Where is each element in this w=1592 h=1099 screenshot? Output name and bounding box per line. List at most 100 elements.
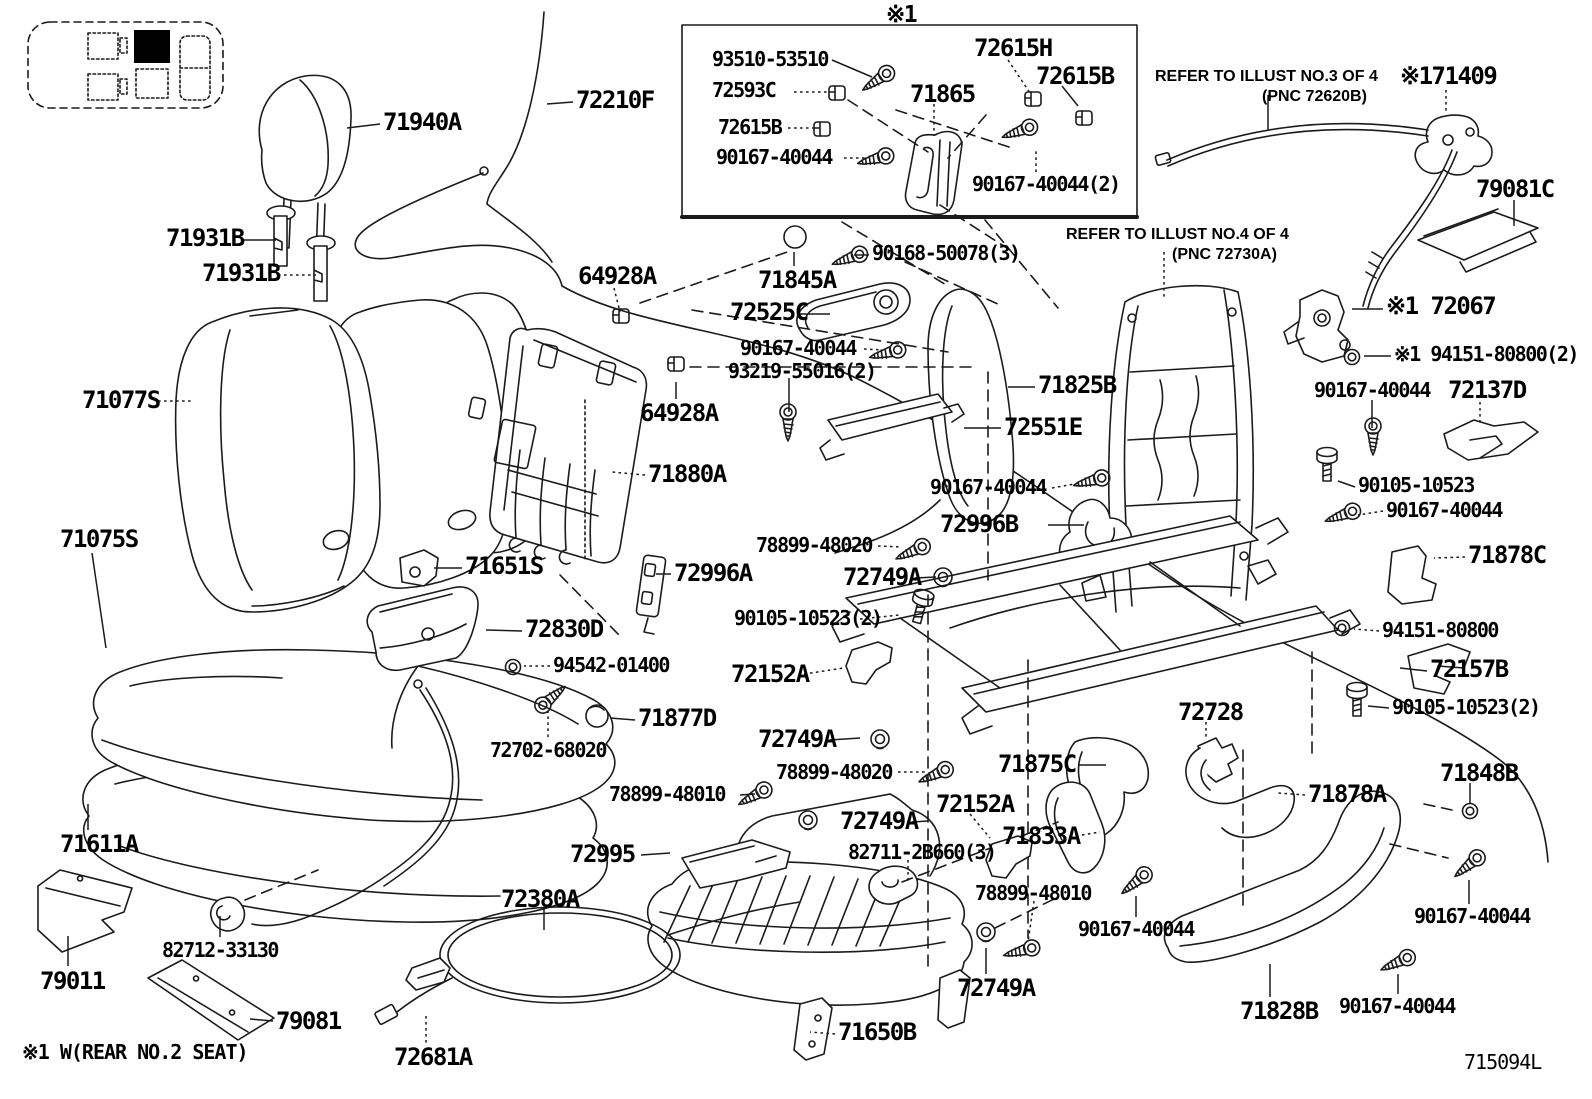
part-label: 82711-2B660(3) [848,840,997,864]
part-label: 90167-40044 [1386,498,1503,522]
bottom-cables [209,679,801,1025]
part-label: 71865 [910,80,976,108]
seat-cushions [82,648,616,923]
part-label: 79011 [40,967,106,995]
part-label: 71878C [1468,541,1547,569]
part-label: 93219-55016(2) [728,359,877,383]
part-label: 71611A [60,830,139,858]
lock-assembly-72067 [1283,289,1351,363]
part-label: 72525C [730,298,809,326]
part-label: 72380A [501,885,580,913]
part-label: (PNC 72620B) [1262,88,1367,105]
part-label: 72996B [940,510,1019,538]
part-label: 72551E [1004,413,1083,441]
part-label: 72749A [843,563,922,591]
part-label: 71877D [638,704,717,732]
part-label: (PNC 72730A) [1172,246,1277,263]
part-label: 71650B [838,1018,917,1046]
part-label: 72830D [525,615,604,643]
part-label: 72137D [1448,376,1527,404]
headrest [258,74,352,260]
part-label: 79081C [1476,175,1555,203]
part-label: 72681A [394,1043,473,1071]
drawing-code: 715094L [1464,1050,1542,1074]
part-label: 72995 [570,840,636,868]
part-label: 94542-01400 [553,653,670,677]
part-label: 72749A [840,807,919,835]
part-label: 90167-40044 [930,475,1047,499]
part-label: 71828B [1240,997,1319,1025]
part-label: 90105-10523(2) [1392,695,1541,719]
part-label: 71880A [648,460,727,488]
part-label: 71651S [465,552,544,580]
lock-cable-mechanism [1154,114,1493,309]
part-label: ※1 94151-80800(2) [1394,342,1579,366]
headrest-supports [266,205,336,302]
part-label: REFER TO ILLUST NO.4 OF 4 [1066,226,1289,243]
part-label: 71833A [1002,822,1081,850]
part-label: 71825B [1038,371,1117,399]
part-label: 72152A [731,660,810,688]
part-label: ※1 [886,2,918,28]
back-board [467,327,648,565]
part-label: 72749A [758,725,837,753]
seat-back-frame [819,284,1277,613]
part-label: 72996A [674,559,753,587]
part-label: 90168-50078(3) [872,241,1021,265]
part-label: 71845A [758,266,837,294]
construction-lines [244,219,1453,973]
part-label: 72210F [576,86,655,114]
recliner-handle [783,225,919,905]
part-label: 64928A [640,399,719,427]
part-label: 90105-10523(2) [734,606,883,630]
part-label: 90167-40044 [1339,994,1456,1018]
armrest [366,586,609,728]
part-label: 71931B [166,224,245,252]
part-label: 72152A [936,790,1015,818]
part-label: ※1 72067 [1386,292,1497,320]
part-label: 72615B [1036,62,1115,90]
part-label: 71931B [202,259,281,287]
part-label: 72593C [712,78,777,102]
part-label: 72157B [1430,655,1509,683]
part-label: 79081 [276,1007,342,1035]
part-label: 71878A [1308,780,1387,808]
part-label: 72728 [1178,698,1244,726]
part-label: 71940A [383,108,462,136]
part-label: 72749A [957,974,1036,1002]
part-label: 78899-48020 [756,533,873,557]
part-label: 72702-68020 [490,738,607,762]
part-label: 71075S [60,525,139,553]
vehicle-inset [27,21,224,109]
part-label: 82712-33130 [162,938,279,962]
part-label: 72615H [974,34,1053,62]
part-label: REFER TO ILLUST NO.3 OF 4 [1155,68,1378,85]
part-label: 71848B [1440,759,1519,787]
part-label: 90167-40044 [716,145,833,169]
footnote: ※1 W(REAR NO.2 SEAT) [22,1040,249,1064]
recliner-covers [1045,419,1539,963]
foot-brackets [845,641,1033,879]
slide-rails [831,515,1361,735]
part-label: 94151-80800 [1382,618,1499,642]
part-label: 90167-40044 [1414,904,1531,928]
part-label: 93510-53510 [712,47,829,71]
part-label: 90167-40044 [1314,378,1431,402]
bracket-72995 [681,839,791,889]
part-label: 90167-40044 [740,336,857,360]
pad-79081c [1417,208,1539,273]
highlighted-seat [134,30,170,63]
annotation-box [680,24,1139,251]
part-label: 78899-48010 [975,881,1092,905]
part-label: 90167-40044(2) [972,172,1121,196]
part-label: 78899-48020 [776,760,893,784]
part-label: 71875C [998,750,1077,778]
part-label: 78899-48010 [609,782,726,806]
part-label: 90167-40044 [1078,917,1195,941]
part-label: ※171409 [1400,62,1498,90]
part-label: 72615B [718,115,783,139]
part-label: 90105-10523 [1358,473,1475,497]
